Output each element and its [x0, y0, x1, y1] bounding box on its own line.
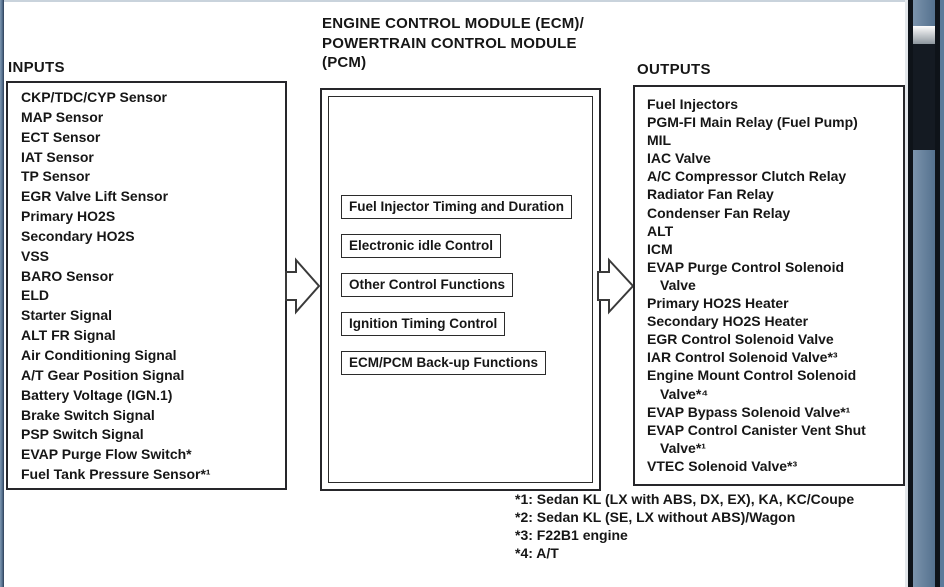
- output-item: EVAP Purge Control Solenoid Valve: [647, 258, 845, 293]
- output-item: EVAP Control Canister Vent Shut Valve*¹: [647, 421, 866, 456]
- input-item: BARO Sensor: [21, 267, 114, 284]
- output-item: Engine Mount Control Solenoid Valve*⁴: [647, 367, 857, 402]
- output-item: ICM: [647, 240, 673, 257]
- output-flow-arrow-icon: [597, 257, 635, 315]
- rail-dark-segment: [913, 44, 935, 150]
- left-edge-strip: [0, 0, 4, 587]
- output-item: MIL: [647, 132, 672, 149]
- input-item: A/T Gear Position Signal: [21, 366, 185, 383]
- function-box-fuel-injector-timing: Fuel Injector Timing and Duration: [341, 195, 573, 219]
- input-item: EGR Valve Lift Sensor: [21, 188, 169, 205]
- rail-dark-left-strip: [908, 0, 913, 587]
- function-box-ignition-timing-control: Ignition Timing Control: [341, 312, 506, 336]
- input-item: EVAP Purge Flow Switch*: [21, 446, 192, 463]
- input-item: IAT Sensor: [21, 148, 94, 165]
- scrollbar-track[interactable]: [913, 0, 935, 587]
- rail-gap: [905, 0, 908, 587]
- input-item: Battery Voltage (IGN.1): [21, 386, 173, 403]
- input-item: TP Sensor: [21, 168, 90, 185]
- outputs-heading: OUTPUTS: [637, 61, 711, 78]
- footnote-line: *2: Sedan KL (SE, LX without ABS)/Wagon: [515, 509, 796, 525]
- input-item: VSS: [21, 247, 50, 264]
- input-item: Starter Signal: [21, 307, 113, 324]
- inputs-heading: INPUTS: [8, 59, 65, 76]
- input-flow-arrow-icon: [285, 257, 321, 315]
- input-item: MAP Sensor: [21, 108, 104, 125]
- input-item: CKP/TDC/CYP Sensor: [21, 89, 167, 105]
- input-item: Fuel Tank Pressure Sensor*¹: [21, 466, 211, 483]
- output-item: EGR Control Solenoid Valve: [647, 331, 834, 348]
- output-item: IAR Control Solenoid Valve*³: [647, 349, 838, 366]
- right-scrollbar-rail: [905, 0, 944, 587]
- input-item: ECT Sensor: [21, 128, 101, 145]
- output-item: Radiator Fan Relay: [647, 186, 774, 203]
- top-edge-line: [0, 0, 906, 2]
- output-item: Fuel Injectors: [647, 96, 739, 112]
- output-item: EVAP Bypass Solenoid Valve*¹: [647, 403, 851, 420]
- ecm-pcm-module-inner-box: [328, 96, 593, 483]
- module-title: ENGINE CONTROL MODULE (ECM)/ POWERTRAIN …: [322, 15, 584, 71]
- rail-dark-right-strip: [935, 0, 940, 587]
- footnotes: *1: Sedan KL (LX with ABS, DX, EX), KA, …: [515, 490, 854, 562]
- function-box-ecm-pcm-backup: ECM/PCM Back-up Functions: [341, 351, 547, 375]
- output-item: A/C Compressor Clutch Relay: [647, 168, 847, 185]
- input-item: Primary HO2S: [21, 208, 116, 225]
- function-box-other-control-functions: Other Control Functions: [341, 273, 513, 297]
- output-item: PGM-FI Main Relay (Fuel Pump): [647, 114, 858, 131]
- input-item: Secondary HO2S: [21, 227, 135, 244]
- footnote-line: *4: A/T: [515, 545, 559, 561]
- output-item: ALT: [647, 222, 674, 239]
- output-item: IAC Valve: [647, 150, 711, 167]
- output-item: Primary HO2S Heater: [647, 295, 789, 312]
- output-item: Secondary HO2S Heater: [647, 313, 809, 330]
- rail-blue-edge: [940, 0, 944, 587]
- input-item: ALT FR Signal: [21, 327, 116, 344]
- footnote-line: *3: F22B1 engine: [515, 527, 628, 543]
- input-item: Air Conditioning Signal: [21, 346, 177, 363]
- input-item: Brake Switch Signal: [21, 406, 155, 423]
- function-box-electronic-idle-control: Electronic idle Control: [341, 234, 502, 258]
- output-item: VTEC Solenoid Valve*³: [647, 457, 798, 474]
- input-item: ELD: [21, 287, 49, 304]
- output-item: Condenser Fan Relay: [647, 204, 791, 221]
- footnote-line: *1: Sedan KL (LX with ABS, DX, EX), KA, …: [515, 491, 855, 507]
- scrollbar-thumb[interactable]: [913, 26, 935, 44]
- input-item: PSP Switch Signal: [21, 426, 144, 443]
